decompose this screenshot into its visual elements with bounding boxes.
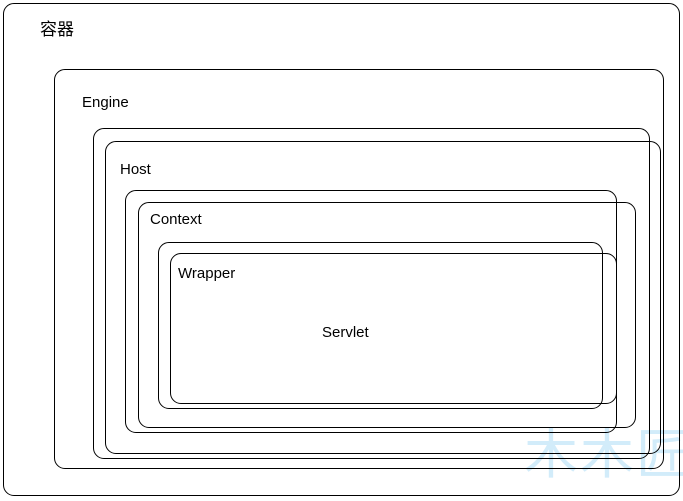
host-box-label: Host xyxy=(120,161,151,178)
wrapper-box-back xyxy=(170,253,617,404)
servlet-label: Servlet xyxy=(322,324,369,341)
container-box-label: 容器 xyxy=(40,20,74,39)
engine-box xyxy=(54,69,664,469)
container-box xyxy=(3,3,680,496)
host-box-front xyxy=(93,128,650,459)
context-box-label: Context xyxy=(150,211,202,228)
wrapper-box-front xyxy=(158,242,603,409)
context-box-back xyxy=(138,202,636,428)
engine-box-label: Engine xyxy=(82,94,129,111)
watermark-text: 木木匠 xyxy=(524,425,683,485)
host-box-back xyxy=(105,141,661,454)
wrapper-box-label: Wrapper xyxy=(178,265,236,282)
